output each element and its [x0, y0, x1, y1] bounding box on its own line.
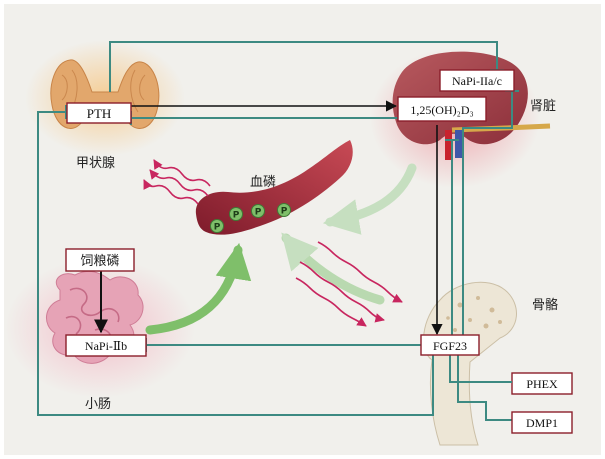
napi-iia-box: NaPi-IIa/c: [439, 69, 515, 92]
intestine-label: 小肠: [85, 397, 111, 412]
kidney-label: 肾脏: [530, 99, 556, 114]
regulation-arrows: [94, 100, 443, 336]
phosphate-dot-label: P: [255, 208, 262, 218]
fgf23-label: FGF23: [433, 339, 467, 353]
phosphate-dot: [277, 203, 291, 217]
phosphate-dot: [251, 204, 265, 218]
calcitriol-label: 1,25(OH)₂D₃: [410, 103, 473, 117]
phosphate-dot-label: P: [233, 211, 240, 221]
pth-label: PTH: [87, 106, 112, 121]
reabsorption-arrow: [322, 163, 417, 235]
bone-label: 骨骼: [532, 297, 558, 313]
wavy-signal-bone: [295, 241, 403, 327]
diet-phosphate-box: 饲粮磷: [65, 248, 135, 272]
absorption-arrow: [145, 242, 252, 335]
phex-box: PHEX: [511, 372, 573, 395]
calcitriol-box: 1,25(OH)₂D₃: [397, 96, 487, 122]
pth-box: PTH: [66, 102, 132, 124]
diet-phosphate-label: 饲粮磷: [80, 254, 119, 269]
phosphate-dot: [229, 207, 243, 221]
napi-iia-label: NaPi-IIa/c: [452, 74, 502, 88]
parathyroid-label: 甲状腺: [76, 156, 115, 171]
dmp1-box: DMP1: [511, 411, 573, 434]
phosphate-dot: [210, 219, 224, 233]
dmp1-label: DMP1: [526, 416, 558, 430]
phosphate-dot-label: P: [214, 223, 221, 233]
phosphate-dot-label: P: [281, 207, 288, 217]
bone-illustration: [423, 281, 517, 446]
phosphate-particles: P P P P: [210, 203, 291, 233]
wavy-signal-thyroid: [143, 159, 211, 205]
phex-label: PHEX: [526, 377, 558, 391]
napi-iib-box: NaPi-Ⅱb: [65, 334, 147, 357]
blood-phosphate-label: 血磷: [250, 175, 276, 190]
fgf23-box: FGF23: [420, 334, 480, 356]
napi-iib-label: NaPi-Ⅱb: [85, 339, 127, 353]
bone-release-arrow: [281, 232, 385, 305]
